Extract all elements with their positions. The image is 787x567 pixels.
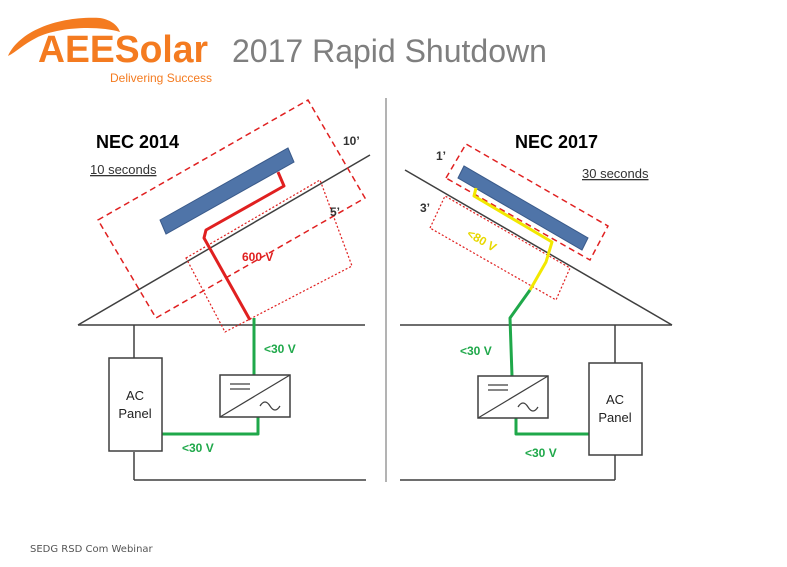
right-ground-voltage: <30 V <box>525 446 557 460</box>
left-array-voltage: 600 V <box>242 250 273 264</box>
left-array-wire-red <box>202 171 286 321</box>
left-ac-panel-label-1: AC <box>126 388 144 403</box>
right-ac-panel <box>588 362 643 456</box>
left-conduit-voltage: <30 V <box>264 342 296 356</box>
right-pv-panel <box>457 165 589 251</box>
left-ground-voltage: <30 V <box>182 441 214 455</box>
right-array-voltage: <80 V <box>465 226 499 254</box>
right-inverter <box>477 375 549 419</box>
left-10ft-boundary <box>96 98 367 320</box>
left-ground-wire-green <box>162 416 260 436</box>
left-inverter <box>219 374 291 418</box>
left-roof-line <box>77 154 371 326</box>
nec-2014-diagram: NEC 2014 10 seconds 600 V 10’ 5’ <30 V <… <box>77 98 371 481</box>
logo-tagline: Delivering Success <box>110 71 212 85</box>
aee-solar-logo: AEESolar Delivering Success <box>8 17 212 85</box>
left-ac-panel <box>108 357 163 452</box>
right-dim-3ft: 3’ <box>420 201 430 215</box>
right-array-wire-yellow <box>472 187 554 291</box>
nec-2017-diagram: NEC 2017 30 seconds <80 V 1’ 3’ <30 V <3… <box>400 132 673 481</box>
left-time-label: 10 seconds <box>90 162 157 177</box>
right-roof-line <box>404 169 673 326</box>
right-time-label: 30 seconds <box>582 166 649 181</box>
right-conduit-wire-green <box>508 289 532 377</box>
nec-2014-heading: NEC 2014 <box>96 132 179 152</box>
right-ac-panel-label-2: Panel <box>598 410 631 425</box>
logo-swoosh <box>8 17 120 56</box>
left-dim-10ft: 10’ <box>343 134 360 148</box>
left-ac-panel-label-2: Panel <box>118 406 151 421</box>
right-conduit-voltage: <30 V <box>460 344 492 358</box>
logo-text: AEESolar <box>38 29 208 71</box>
right-ac-panel-label-1: AC <box>606 392 624 407</box>
right-ground-wire-green <box>514 416 590 436</box>
footer-text: SEDG RSD Com Webinar <box>30 544 153 555</box>
left-dim-5ft: 5’ <box>330 205 340 219</box>
nec-2017-heading: NEC 2017 <box>515 132 598 152</box>
page-title: 2017 Rapid Shutdown <box>232 33 547 69</box>
left-5ft-boundary <box>185 179 353 333</box>
right-dim-1ft: 1’ <box>436 149 446 163</box>
right-1ft-boundary <box>444 142 610 262</box>
left-pv-panel <box>159 147 295 235</box>
